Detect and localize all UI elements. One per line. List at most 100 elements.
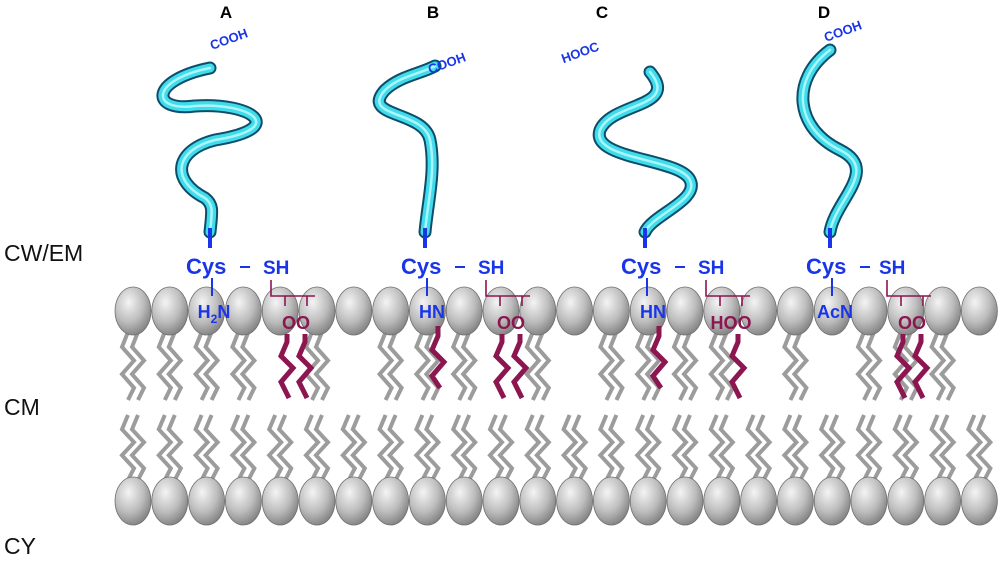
lipid-head-upper [850, 286, 888, 336]
lipid-tail-lower [524, 414, 542, 481]
lipid-tail-upper [928, 331, 947, 401]
o-acyl-chain [278, 334, 297, 400]
lipid-head-upper [224, 286, 262, 336]
panel-label-a: A [219, 3, 233, 22]
glycerol-bracket [705, 280, 750, 306]
ester-oxygen-label: HOO [710, 313, 751, 333]
lipid-head-lower [703, 476, 741, 526]
lipid-tail-lower [570, 414, 589, 481]
lipid-head-lower [261, 476, 299, 526]
lipid-tail-lower [413, 414, 432, 481]
lipid-tail-lower [376, 414, 395, 481]
lipid-tail-upper [239, 331, 258, 401]
lipid-tail-upper [855, 331, 873, 401]
o-acyl-chain [511, 334, 530, 400]
lipid-tail-lower [828, 414, 846, 481]
o-acyl-chain [912, 334, 931, 400]
lipid-tail-lower [607, 414, 626, 481]
peptide-chain-highlight [598, 70, 693, 234]
thiol-label: SH [879, 258, 905, 279]
region-label-cw-em: CW/EM [4, 240, 84, 266]
lipid-tail-lower [781, 414, 800, 481]
lipid-head-upper [593, 286, 630, 336]
lipid-head-upper [740, 286, 777, 336]
lipid-head-lower [151, 476, 189, 526]
lipid-tail-lower [902, 414, 920, 481]
lipid-tail-upper [865, 331, 883, 401]
lipid-tail-upper [413, 331, 432, 401]
region-label-cy: CY [4, 533, 36, 559]
lipoprotein-panel-a: COOH Cys SH H2N OO [156, 25, 315, 400]
lipid-tail-lower [166, 414, 184, 481]
glycerol-bracket [270, 280, 315, 306]
panel-label-d: D [817, 3, 831, 22]
lipid-head-lower [556, 476, 593, 526]
lipid-tail-lower [892, 414, 910, 481]
lipid-tail-upper [129, 331, 147, 401]
lipid-head-lower [188, 476, 226, 526]
glycerol-bracket [485, 280, 530, 306]
lipid-tail-lower [487, 414, 505, 481]
lipid-head-lower [445, 476, 483, 526]
lipid-head-upper [666, 286, 704, 336]
n-acyl-chain [428, 326, 448, 390]
lipid-tail-lower [423, 414, 442, 481]
lipid-head-lower [593, 476, 630, 526]
panel-label-b: B [426, 3, 440, 22]
thiol-label: SH [478, 258, 504, 279]
lipid-head-upper [188, 286, 226, 336]
cysteine-label: Cys [401, 254, 441, 279]
lipid-head-lower [372, 476, 410, 526]
lipid-tail-lower [938, 414, 957, 481]
lipid-tail-lower [965, 414, 984, 481]
lipid-head-lower [224, 476, 262, 526]
lipid-tail-upper [119, 331, 137, 401]
lipid-head-lower [114, 476, 152, 526]
lipid-tail-lower [744, 414, 763, 481]
terminus-label: HOOC [559, 39, 601, 67]
lipid-tail-lower [975, 414, 994, 481]
lipid-tail-lower [129, 414, 147, 481]
lipid-tail-upper [192, 331, 211, 401]
lipid-tail-upper [892, 331, 910, 401]
lipid-tail-upper [450, 331, 468, 401]
lipid-head-upper [519, 286, 557, 336]
lipid-tail-lower [450, 414, 468, 481]
lipid-tail-lower [560, 414, 579, 481]
cysteine-label: Cys [806, 254, 846, 279]
lipid-tail-lower [644, 414, 662, 481]
cytoplasmic-membrane-bilayer [114, 286, 998, 526]
o-acyl-chain [296, 334, 315, 400]
lipid-tail-lower [497, 414, 515, 481]
amine-group-label: HN [640, 302, 666, 322]
lipid-head-lower [298, 476, 336, 526]
lipid-tail-upper [229, 331, 248, 401]
lipid-tail-lower [350, 414, 368, 481]
o-acyl-chain [493, 334, 512, 400]
amine-group-label: H2N [198, 302, 231, 326]
lipid-tail-lower [718, 414, 736, 481]
lipid-tail-upper [681, 331, 699, 401]
lipid-head-lower [482, 476, 520, 526]
n-acyl-chain [649, 326, 669, 390]
terminus-label: COOH [426, 49, 468, 76]
ester-oxygen-label: OO [282, 313, 310, 333]
lipid-tail-upper [156, 331, 174, 401]
lipid-tail-upper [386, 331, 405, 401]
lipid-tail-lower [313, 414, 331, 481]
lipid-head-lower [629, 476, 667, 526]
lipid-tail-lower [865, 414, 883, 481]
lipid-tail-upper [671, 331, 689, 401]
lipid-tail-upper [460, 331, 478, 401]
panel-label-c: C [595, 3, 609, 22]
lipid-tail-upper [607, 331, 626, 401]
lipid-head-lower [813, 476, 851, 526]
lipid-tail-lower [791, 414, 810, 481]
cysteine-label: Cys [186, 254, 226, 279]
terminus-label: COOH [208, 25, 250, 52]
lipid-tail-upper [166, 331, 184, 401]
thiol-label: SH [263, 258, 289, 279]
